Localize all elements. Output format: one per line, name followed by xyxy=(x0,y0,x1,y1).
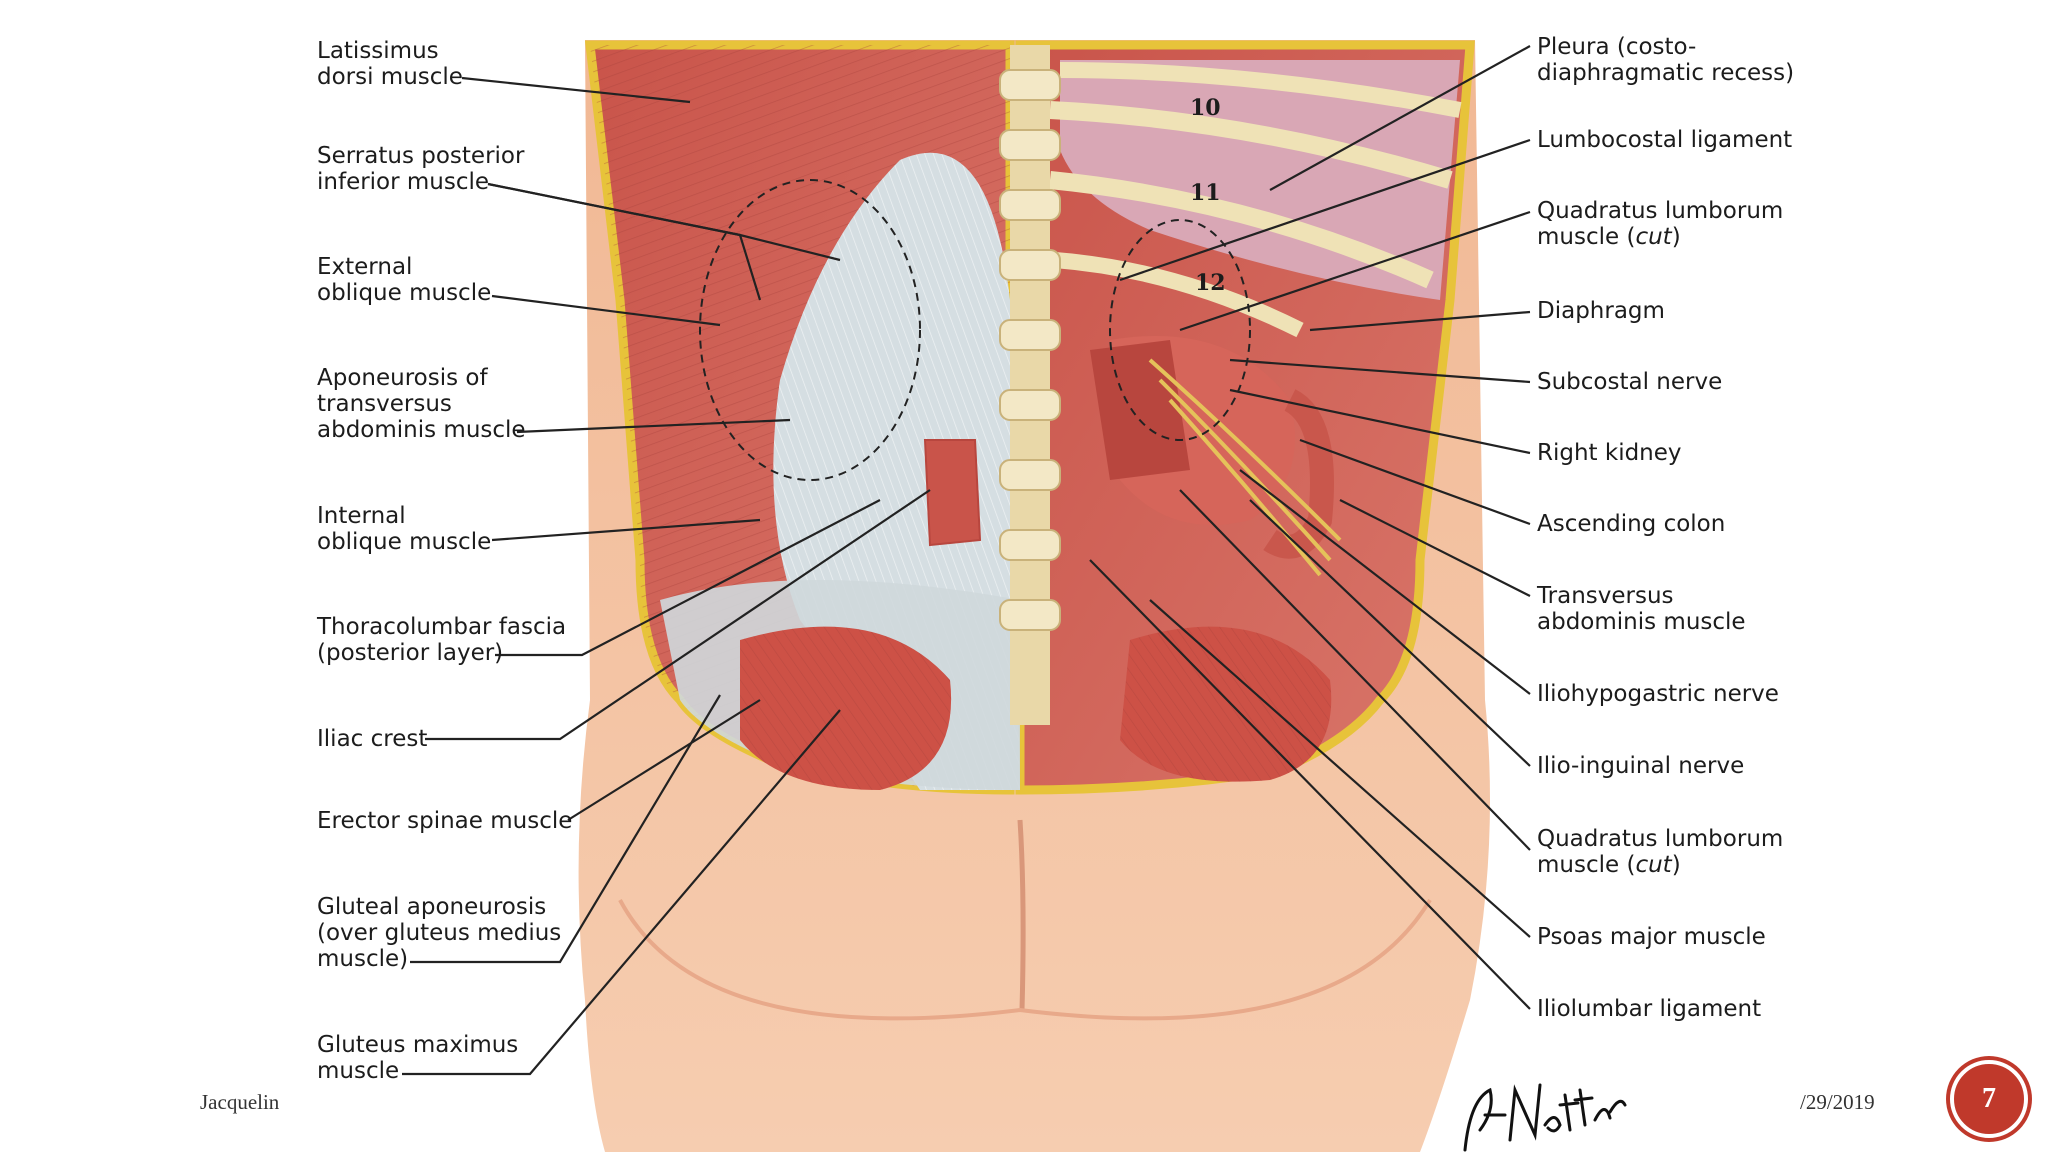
label-gluteal-aponeurosis: Gluteal aponeurosis (over gluteus medius… xyxy=(317,894,562,972)
label-quadratus-lower: Quadratus lumborum muscle (cut) xyxy=(1537,826,1784,878)
rib-11 xyxy=(1049,171,1434,289)
label-iliolumbar: Iliolumbar ligament xyxy=(1537,996,1762,1022)
label-gluteus-maximus: Gluteus maximus muscle xyxy=(317,1032,519,1084)
label-diaphragm: Diaphragm xyxy=(1537,298,1665,324)
label-serratus: Serratus posterior inferior muscle xyxy=(317,143,525,195)
rib-number-12: 12 xyxy=(1195,270,1226,296)
label-transversus: Transversus abdominis muscle xyxy=(1537,583,1746,635)
rib-number-10: 10 xyxy=(1190,95,1221,121)
label-quadratus-upper: Quadratus lumborum muscle (cut) xyxy=(1537,198,1784,250)
label-internal-oblique: Internal oblique muscle xyxy=(317,503,492,555)
rib-10 xyxy=(1049,101,1453,189)
footer-author: Jacquelin xyxy=(200,1090,280,1114)
label-colon: Ascending colon xyxy=(1537,511,1726,537)
leader-lines-left xyxy=(402,76,931,1076)
nerve-ilioinguinal xyxy=(1168,398,1322,577)
vertebrae xyxy=(999,69,1061,631)
fascia-cut-window xyxy=(923,439,982,547)
page-number-badge: 7 xyxy=(1950,1060,2028,1138)
footer-date: /29/2019 xyxy=(1800,1090,1875,1114)
label-lumbocostal: Lumbocostal ligament xyxy=(1537,127,1793,153)
nerve-subcostal xyxy=(1148,358,1342,542)
label-iliohypogastric: Iliohypogastric nerve xyxy=(1537,681,1779,707)
label-erector: Erector spinae muscle xyxy=(317,808,573,834)
leader-lines-right xyxy=(1089,45,1531,1010)
gluteal-cleft xyxy=(1017,819,1026,1011)
nerve-iliohypogastric xyxy=(1158,378,1332,562)
label-external-oblique: External oblique muscle xyxy=(317,254,492,306)
netter-signature xyxy=(1463,1083,1627,1152)
page-number: 7 xyxy=(1982,1083,1996,1114)
label-thoracolumbar: Thoracolumbar fascia (posterior layer) xyxy=(317,614,567,666)
colon xyxy=(1263,389,1334,559)
label-subcostal: Subcostal nerve xyxy=(1537,369,1723,395)
label-pleura: Pleura (costo- diaphragmatic recess) xyxy=(1537,34,1795,86)
label-kidney: Right kidney xyxy=(1537,440,1682,466)
label-ilioinguinal: Ilio-inguinal nerve xyxy=(1537,753,1745,779)
label-aponeurosis: Aponeurosis of transversus abdominis mus… xyxy=(317,365,526,443)
label-psoas: Psoas major muscle xyxy=(1537,924,1766,950)
label-iliac-crest: Iliac crest xyxy=(317,726,428,752)
label-latissimus: Latissimus dorsi muscle xyxy=(317,38,463,90)
rib-12 xyxy=(1054,252,1304,338)
rib-number-11: 11 xyxy=(1190,180,1221,206)
